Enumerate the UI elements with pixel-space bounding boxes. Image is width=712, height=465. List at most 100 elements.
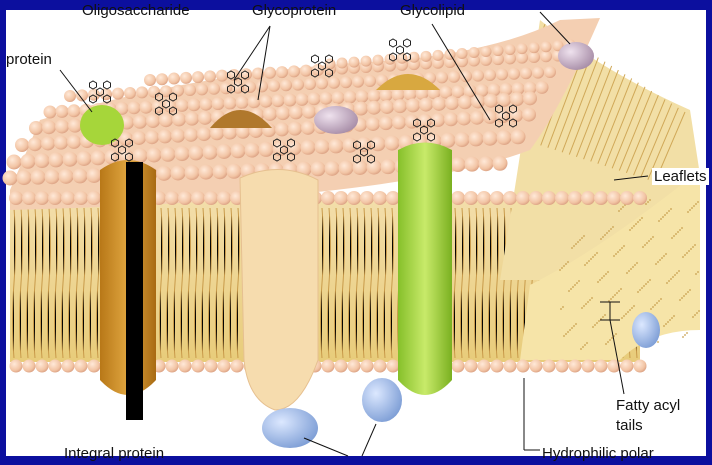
head-group [292,79,304,91]
head-group [44,106,57,119]
stipple-dot [625,313,627,315]
head-group [371,136,386,151]
stipple-dot [607,271,609,273]
stipple-dot [694,244,696,246]
head-group [432,97,446,111]
stipple-dot [635,223,637,225]
label-glycoprotein: Glycoprotein [252,3,336,18]
head-group [621,360,634,373]
stipple-dot [685,293,687,295]
redaction-bar [126,162,143,420]
head-group [17,170,32,185]
head-group [9,191,23,205]
stipple-dot [652,236,654,238]
label-oligosaccharide: Oligosaccharide [82,3,190,18]
stipple-dot [662,216,664,218]
head-group [231,360,244,373]
stipple-dot [636,262,638,264]
stipple-dot [615,253,617,255]
head-group [73,168,88,183]
head-group [35,153,50,168]
stipple-dot [687,211,689,213]
stipple-dot [563,265,565,267]
head-group [140,101,153,114]
stipple-dot [627,311,629,313]
stipple-dot [666,212,668,214]
head-group [263,107,277,121]
head-group [339,160,354,175]
stipple-dot [569,329,571,331]
head-group [199,165,214,180]
head-group [180,72,192,84]
head-group [41,136,55,150]
stipple-dot [587,301,589,303]
stipple-dot [664,214,666,216]
head-group [529,191,543,205]
stipple-dot [584,264,586,266]
head-group [272,94,285,107]
stipple-dot [629,309,631,311]
stipple-dot [647,201,649,203]
stipple-dot [637,221,639,223]
stipple-dot [611,337,613,339]
beige-transmembrane-protein [240,169,318,410]
stipple-dot [610,228,612,230]
stipple-dot [621,247,623,249]
head-group [124,87,136,99]
stipple-dot [657,341,659,343]
head-group [511,129,526,144]
head-group [157,166,172,181]
stipple-dot [586,342,588,344]
head-group [217,191,231,205]
head-group [607,191,621,205]
stipple-dot [634,264,636,266]
stipple-dot [648,240,650,242]
head-group [7,155,22,170]
head-group [256,80,268,92]
head-group [555,191,569,205]
head-group [15,138,29,152]
head-group [569,360,582,373]
head-group [522,108,536,122]
head-group [191,191,205,205]
head-group [523,91,537,105]
head-group [275,122,289,136]
stipple-dot [605,343,607,345]
head-group [172,85,184,97]
head-group [387,360,400,373]
stipple-dot [567,261,569,263]
head-group [200,98,213,111]
head-group [156,73,168,85]
stipple-dot [650,308,652,310]
head-group [276,66,288,78]
head-group [354,102,368,116]
head-group [364,75,376,87]
head-group [325,161,340,176]
stipple-dot [622,206,624,208]
stipple-dot [592,256,594,258]
head-group [334,191,348,205]
stipple-dot [663,325,665,327]
head-group [88,360,101,373]
head-group [493,156,508,171]
head-group [192,360,205,373]
stipple-dot [580,348,582,350]
stipple-dot [667,321,669,323]
stipple-dot [623,245,625,247]
stipple-dot [682,256,684,258]
head-group [517,43,528,54]
label-tails: tails [616,418,643,433]
head-group [397,53,408,64]
stipple-dot [639,219,641,221]
head-group [393,99,407,113]
stipple-dot [689,209,691,211]
stipple-dot [657,261,659,263]
stipple-dot [677,231,679,233]
head-group [386,191,400,205]
head-group [356,90,369,103]
head-group [367,101,381,115]
stipple-dot [588,260,590,262]
stipple-dot [652,306,654,308]
head-group [74,191,88,205]
head-group [497,130,512,145]
